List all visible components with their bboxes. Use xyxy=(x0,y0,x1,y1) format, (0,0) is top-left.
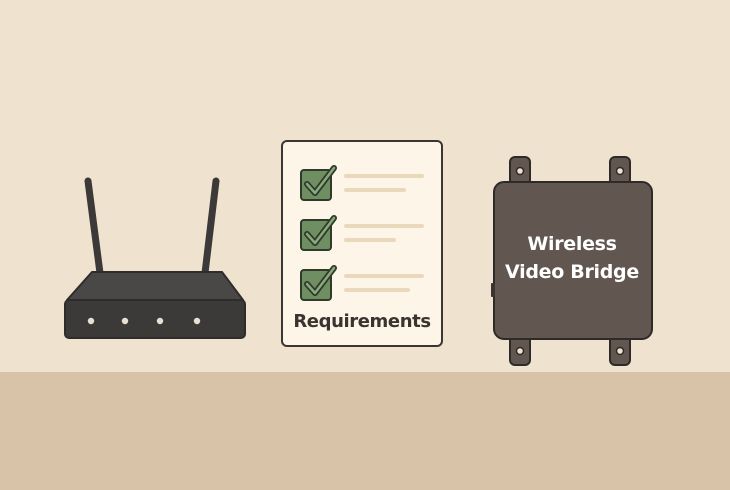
bridge-label-line1: Wireless xyxy=(527,233,617,255)
text-line xyxy=(344,288,410,292)
router-icon xyxy=(64,177,246,339)
checklist-item xyxy=(299,214,429,254)
checklist-item xyxy=(299,164,429,204)
text-line xyxy=(344,188,406,192)
checkbox-checked-icon xyxy=(300,215,337,251)
text-line xyxy=(344,238,396,242)
checklist-title: Requirements xyxy=(293,311,431,332)
checklist-item xyxy=(299,264,429,304)
video-bridge-icon xyxy=(491,156,653,366)
bridge-label-line2: Video Bridge xyxy=(505,261,639,283)
checkbox-checked-icon xyxy=(300,265,337,301)
bridge-label: Wireless Video Bridge xyxy=(492,230,652,286)
text-line xyxy=(344,224,424,228)
checkbox-checked-icon xyxy=(300,165,337,201)
text-line xyxy=(344,174,424,178)
floor xyxy=(0,372,730,490)
requirements-checklist: Requirements xyxy=(281,140,443,347)
text-line xyxy=(344,274,424,278)
